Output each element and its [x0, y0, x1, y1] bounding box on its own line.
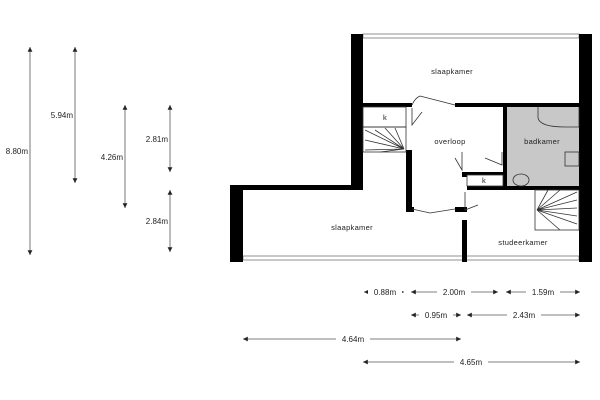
vertical-dimensions: 8.80m 5.94m 4.26m 2.81m 2.84m: [6, 47, 173, 255]
window-top: [362, 33, 580, 39]
bathtub-sink: [537, 107, 580, 128]
toilet: [512, 173, 530, 187]
dim-2-43: 2.43m: [513, 311, 536, 320]
dim-8-80: 8.80m: [6, 147, 29, 156]
dim-1-59: 1.59m: [532, 288, 555, 297]
closet-2: [466, 174, 504, 187]
dim-2-84: 2.84m: [146, 217, 169, 226]
dim-0-95: 0.95m: [425, 311, 448, 320]
doors: [411, 95, 503, 214]
staircase-left: [362, 126, 407, 153]
walls: [230, 34, 592, 262]
room-label-closet-1: k: [383, 113, 387, 122]
staircase-right: [534, 189, 580, 231]
room-label-badkamer: badkamer: [524, 137, 560, 146]
room-label-closet-2: k: [482, 176, 486, 185]
dim-5-94: 5.94m: [51, 111, 74, 120]
room-label-studeerkamer: studeerkamer: [498, 238, 548, 247]
dim-0-88: 0.88m: [374, 288, 397, 297]
room-label-overloop: overloop: [434, 137, 465, 146]
window-bottom: [242, 255, 580, 261]
dim-4-26: 4.26m: [101, 153, 124, 162]
dim-4-65: 4.65m: [460, 358, 483, 367]
dim-2-81: 2.81m: [146, 135, 169, 144]
room-label-slaapkamer-top: slaapkamer: [431, 67, 473, 76]
horizontal-dimensions: 0.88m 2.00m 1.59m 0.95m 2.43m 4.64m 4.65…: [243, 286, 580, 367]
dim-4-64: 4.64m: [342, 335, 365, 344]
dim-2-00: 2.00m: [443, 288, 466, 297]
room-label-slaapkamer-bottom: slaapkamer: [331, 223, 373, 232]
bathroom-floor: [507, 107, 579, 186]
sink: [564, 151, 580, 167]
